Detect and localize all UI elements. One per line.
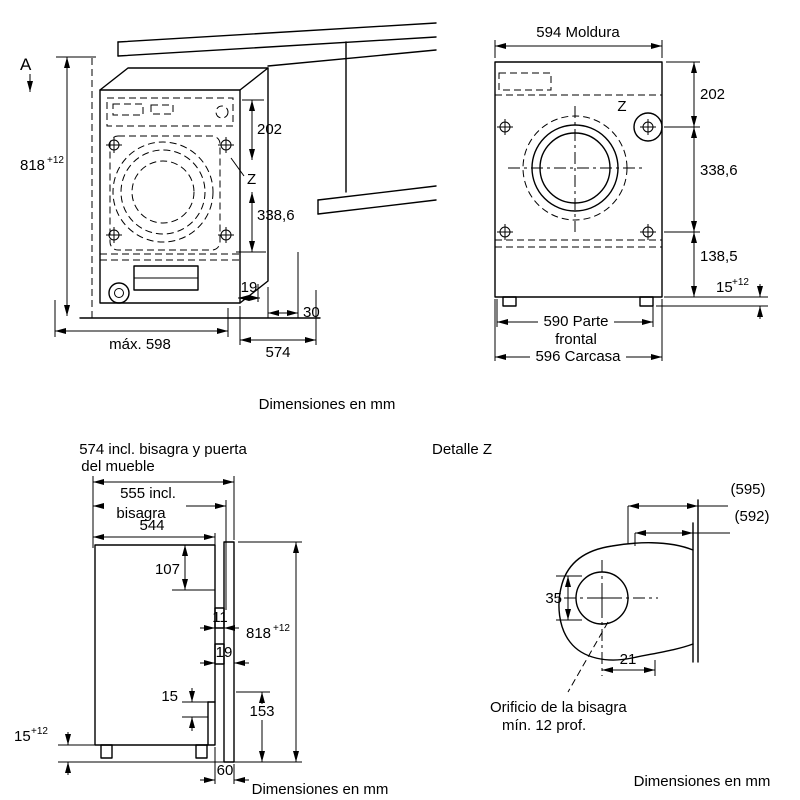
detail-z-panel: Detalle Z (595) (592) 35 <box>432 441 771 790</box>
iso-machine <box>99 67 269 304</box>
detail-z-title: Detalle Z <box>432 441 492 458</box>
dim-544-label: 544 <box>139 517 164 534</box>
detail-z-marker: Z <box>247 171 256 188</box>
hinge-hole-note-2: mín. 12 prof. <box>502 717 586 734</box>
detail-dimensions: (595) (592) 35 21 Orificio de la bisagra… <box>490 481 770 734</box>
dim-153-label: 153 <box>249 703 274 720</box>
dim-202-label: 202 <box>257 121 282 138</box>
dim-max598-label: máx. 598 <box>109 336 171 353</box>
dim-555-label-2: bisagra <box>116 505 166 522</box>
front-dimensions: 594 Moldura Z 202 338,6 138,5 15 +12 590… <box>494 24 768 365</box>
dim-818-tolerance: +12 <box>47 155 64 166</box>
dim-338-label: 338,6 <box>700 162 738 179</box>
dim-30-label: 30 <box>303 304 320 321</box>
dim-19-label: 19 <box>241 279 258 296</box>
dim-338-label: 338,6 <box>257 207 295 224</box>
screw-marks <box>106 137 234 243</box>
dim-555-label-1: 555 incl. <box>120 485 176 502</box>
section-label-a: A <box>20 55 32 74</box>
dim-107-label: 107 <box>155 561 180 578</box>
dim-574-door-label-1: 574 incl. bisagra y puerta <box>79 441 247 458</box>
caption-dimensions-mm-3: Dimensiones en mm <box>634 773 771 790</box>
dim-11-label: 11 <box>212 609 228 626</box>
iso-environment <box>79 22 437 319</box>
dim-596-carcasa-label: 596 Carcasa <box>535 348 621 365</box>
dim-15b-tolerance: +12 <box>31 726 48 737</box>
dim-574-label: 574 <box>265 344 290 361</box>
front-view-panel: 594 Moldura Z 202 338,6 138,5 15 +12 590… <box>494 24 768 365</box>
caption-dimensions-mm-1: Dimensiones en mm <box>259 396 396 413</box>
dim-574-door-label-2: del mueble <box>81 458 154 475</box>
dim-590-frontal-label-2: frontal <box>555 331 597 348</box>
iso-dimensions: A 818 +12 202 Z 338,6 19 30 <box>20 55 320 361</box>
caption-dimensions-mm-2: Dimensiones en mm <box>252 781 389 798</box>
dim-15-tolerance: +12 <box>732 277 749 288</box>
side-view-panel: 574 incl. bisagra y puerta del mueble 55… <box>14 441 389 798</box>
dim-19-label: 19 <box>216 644 233 661</box>
dim-594-moldura-label: 594 Moldura <box>536 24 620 41</box>
detail-drawing <box>558 499 699 676</box>
dim-21-label: 21 <box>620 651 637 668</box>
dim-60-label: 60 <box>217 762 234 779</box>
dim-818-label: 818 <box>20 157 45 174</box>
dim-15-label: 15 <box>716 279 733 296</box>
dim-818-tolerance: +12 <box>273 623 290 634</box>
screw-marks <box>497 119 656 240</box>
dim-202-label: 202 <box>700 86 725 103</box>
hinge-hole-note-1: Orificio de la bisagra <box>490 699 627 716</box>
dim-590-frontal-label-1: 590 Parte <box>543 313 608 330</box>
dim-35-label: 35 <box>545 590 562 607</box>
dim-1385-label: 138,5 <box>700 248 738 265</box>
iso-view-panel: A 818 +12 202 Z 338,6 19 30 <box>20 22 437 413</box>
side-dimensions: 107 11 19 818 +12 15 153 15 +12 <box>14 541 302 784</box>
side-machine <box>58 541 260 763</box>
detail-z-circle <box>633 112 663 142</box>
front-cabinet <box>494 61 663 307</box>
dim-818-label: 818 <box>246 625 271 642</box>
dim-15-label: 15 <box>161 688 178 705</box>
dim-15b-label: 15 <box>14 728 31 745</box>
dim-595-label: (595) <box>730 481 765 498</box>
side-dimensions-top: 574 incl. bisagra y puerta del mueble 55… <box>79 441 247 610</box>
dim-592-label: (592) <box>734 508 769 525</box>
detail-z-marker: Z <box>617 98 626 115</box>
